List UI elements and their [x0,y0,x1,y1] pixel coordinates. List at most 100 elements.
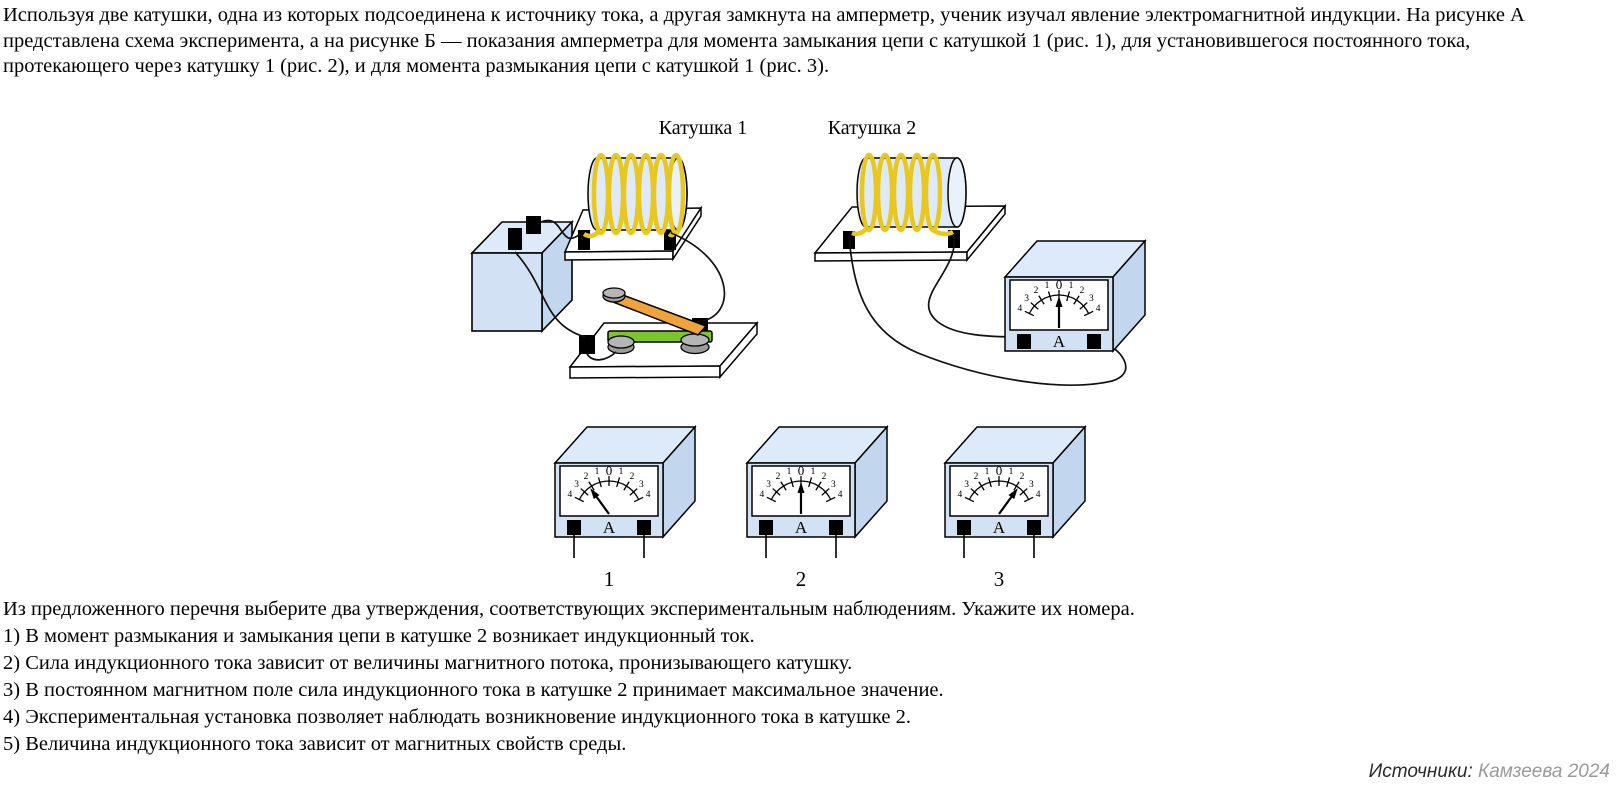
dial-scale-label: 2 [1080,286,1085,296]
dial-tick [1079,302,1088,310]
dial-scale-label: 2 [630,472,635,482]
ammeter-unit-label: А [1053,332,1066,351]
ammeter-dial [559,465,659,517]
coil2-label: Катушка 2 [828,117,917,139]
dial-scale-label: 1 [1009,467,1014,477]
power-source-front-face [471,252,543,332]
option-4: 4) Экспериментальная установка позволяет… [3,706,912,728]
dial-scale-label: 2 [1034,286,1039,296]
dial-tick [629,488,638,496]
dial-tick [1019,488,1028,496]
dial-tick [1083,310,1094,317]
dial-tick [964,496,975,503]
ammeter-terminal [957,520,971,535]
dial-scale-label: 4 [568,490,573,500]
dial-tick [772,488,781,496]
dial-tick [1030,302,1039,310]
dial-scale-label: 3 [639,480,644,490]
dial-scale-label: 0 [1056,277,1063,292]
wire-coil2-to-ammeter-left [927,233,1022,338]
ammeter-unit-label: А [603,518,616,537]
dial-tick [1047,291,1052,302]
option-5: 5) Величина индукционного тока зависит о… [3,733,627,755]
dial-tick [978,481,985,491]
dial-tick [580,488,589,496]
switch-platform-edge [569,365,721,379]
dial-tick [825,496,836,503]
dial-scale-label: 0 [798,463,805,478]
dial-tick [789,477,794,488]
switch-terminal [579,335,595,354]
dial-scale-label: 0 [996,463,1003,478]
switch-key [568,287,759,380]
dial-tick [588,481,595,491]
coil1-platform-edge [672,205,702,262]
switch-lever-knob [602,287,626,299]
option-1: 1) В момент размыкания и замыкания цепи … [3,625,755,647]
dial-scale-label: 4 [1018,304,1023,314]
dial-scale-label: 1 [787,467,792,477]
figure-b-label-1: 1 [604,567,615,591]
ammeter-needle [797,482,805,514]
dial-tick [970,488,979,496]
dial-scale-label: 2 [974,472,979,482]
source-value: Камзеева 2024 [1478,761,1610,782]
experiment-figure: Катушка 1 Катушка 2 [440,100,1160,600]
dial-scale-label: 1 [595,467,600,477]
dial-scale-label: 3 [1024,294,1029,304]
dial-tick [597,477,602,488]
dial-tick [1006,477,1011,488]
ammeter-unit-label: А [795,518,808,537]
dial-scale-label: 4 [646,490,651,500]
wire-switch-terminal-to-contact [586,351,617,361]
dial-scale-label: 2 [1020,472,1025,482]
dial-scale-label: 3 [1089,294,1094,304]
option-3: 3) В постоянном магнитном поле сила инду… [3,679,944,701]
ammeter-needle [590,488,610,515]
ammeter-needle [1055,296,1063,328]
source-attribution: Источники: Камзеева 2024 [1369,761,1610,783]
dial-tick [616,477,621,488]
wire-battery-to-switch [514,251,586,338]
dial-tick [1038,295,1045,305]
figure-b-label-2: 2 [796,567,807,591]
dial-tick [1073,295,1080,305]
dial-scale-label: 2 [776,472,781,482]
dial-tick [574,496,585,503]
switch-contact [680,333,710,347]
ammeter-terminal [1087,334,1101,349]
dial-scale-label: 3 [964,480,969,490]
dial-tick [1013,481,1020,491]
dial-scale-label: 4 [958,490,963,500]
source-prefix: Источники: [1368,761,1473,782]
coil1-label: Катушка 1 [659,117,748,139]
dial-scale-label: 1 [1045,281,1050,291]
dial-scale-label: 3 [574,480,579,490]
option-2: 2) Сила индукционного тока зависит от ве… [3,652,853,674]
circuit-wires [514,219,1127,386]
dial-tick [1023,496,1034,503]
dial-tick [633,496,644,503]
dial-tick [1024,310,1035,317]
figure-b-label-3: 3 [994,567,1005,591]
question-text: Из предложенного перечня выберите два ут… [3,598,1135,620]
dial-scale-label: 1 [985,467,990,477]
dial-tick [780,481,787,491]
ammeter-terminal [759,520,773,535]
coil2-cylinder-end [947,157,967,228]
dial-scale-label: 3 [1029,480,1034,490]
dial-tick [987,477,992,488]
figure-canvas: Катушка 1 Катушка 2 [470,117,1147,591]
dial-tick [808,477,813,488]
switch-contact [607,335,635,349]
ammeter-terminal [829,520,843,535]
coil1-windings [591,152,686,236]
dial-scale-label: 3 [766,480,771,490]
ammeter-terminal [1027,520,1041,535]
dial-scale-label: 4 [838,490,843,500]
dial-scale-label: 2 [822,472,827,482]
coil-1 [563,152,703,262]
dial-tick [821,488,830,496]
